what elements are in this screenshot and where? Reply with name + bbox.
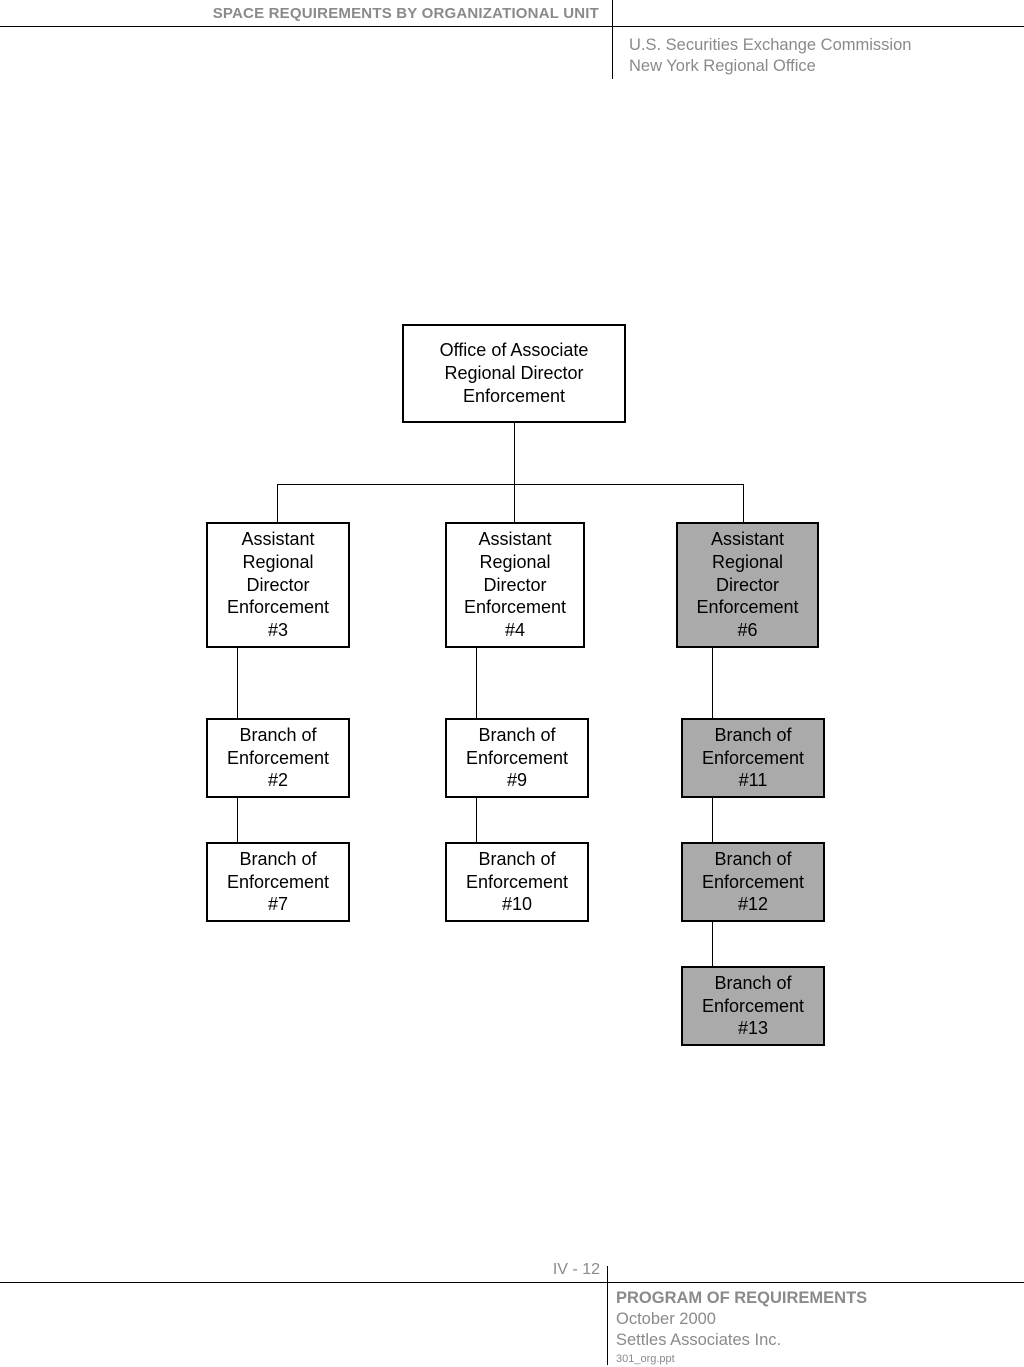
org-box-branch-11: Branch of Enforcement #11 <box>681 718 825 798</box>
org-box-branch-9: Branch of Enforcement #9 <box>445 718 589 798</box>
page-number: IV - 12 <box>552 1261 600 1278</box>
org-box-branch-10: Branch of Enforcement #10 <box>445 842 589 922</box>
org-box-label: Branch of Enforcement #12 <box>701 848 805 915</box>
connector-col3-a <box>712 647 713 719</box>
connector-col3-b <box>712 797 713 843</box>
connector-col2-a <box>476 647 477 719</box>
org-box-label: Branch of Enforcement #9 <box>465 724 569 791</box>
org-box-assistant-director-6: Assistant Regional Director Enforcement … <box>676 522 819 648</box>
org-box-label: Branch of Enforcement #2 <box>226 724 330 791</box>
connector-col2-b <box>476 797 477 843</box>
connector-to-assistant-6 <box>743 484 744 523</box>
footer-info: PROGRAM OF REQUIREMENTS October 2000 Set… <box>616 1288 867 1367</box>
org-box-label: Assistant Regional Director Enforcement … <box>463 529 567 641</box>
org-box-branch-7: Branch of Enforcement #7 <box>206 842 350 922</box>
connector-col1-b <box>237 797 238 843</box>
footer-filename: 301_org.ppt <box>616 1353 675 1365</box>
header-organization: U.S. Securities Exchange Commission New … <box>629 35 911 77</box>
page-header-title: SPACE REQUIREMENTS BY ORGANIZATIONAL UNI… <box>212 5 599 22</box>
connector-horizontal-bus <box>277 484 744 485</box>
connector-to-assistant-4 <box>514 484 515 523</box>
footer-divider <box>607 1266 608 1365</box>
org-box-label: Assistant Regional Director Enforcement … <box>696 529 799 641</box>
connector-col1-a <box>237 647 238 719</box>
connector-col3-c <box>712 921 713 967</box>
header-divider <box>612 0 613 79</box>
connector-to-assistant-3 <box>277 484 278 523</box>
org-box-assistant-director-4: Assistant Regional Director Enforcement … <box>445 522 585 648</box>
org-box-branch-2: Branch of Enforcement #2 <box>206 718 350 798</box>
org-box-branch-13: Branch of Enforcement #13 <box>681 966 825 1046</box>
connector-root-down <box>514 422 515 485</box>
org-box-label: Branch of Enforcement #7 <box>226 848 330 915</box>
footer-date: October 2000 <box>616 1310 716 1328</box>
org-box-assistant-director-3: Assistant Regional Director Enforcement … <box>206 522 350 648</box>
footer-company: Settles Associates Inc. <box>616 1331 782 1349</box>
org-box-label: Branch of Enforcement #10 <box>465 848 569 915</box>
org-box-label: Branch of Enforcement #11 <box>701 724 805 791</box>
org-box-label: Assistant Regional Director Enforcement … <box>226 529 330 641</box>
header-rule <box>0 26 1024 27</box>
office-name: New York Regional Office <box>629 57 816 75</box>
org-box-label: Office of Associate Regional Director En… <box>439 340 589 406</box>
program-title: PROGRAM OF REQUIREMENTS <box>616 1289 868 1307</box>
organization-name: U.S. Securities Exchange Commission <box>629 36 912 54</box>
org-box-branch-12: Branch of Enforcement #12 <box>681 842 825 922</box>
org-box-label: Branch of Enforcement #13 <box>701 972 805 1039</box>
org-box-associate-regional-director: Office of Associate Regional Director En… <box>402 324 626 423</box>
footer-rule <box>0 1282 1024 1283</box>
